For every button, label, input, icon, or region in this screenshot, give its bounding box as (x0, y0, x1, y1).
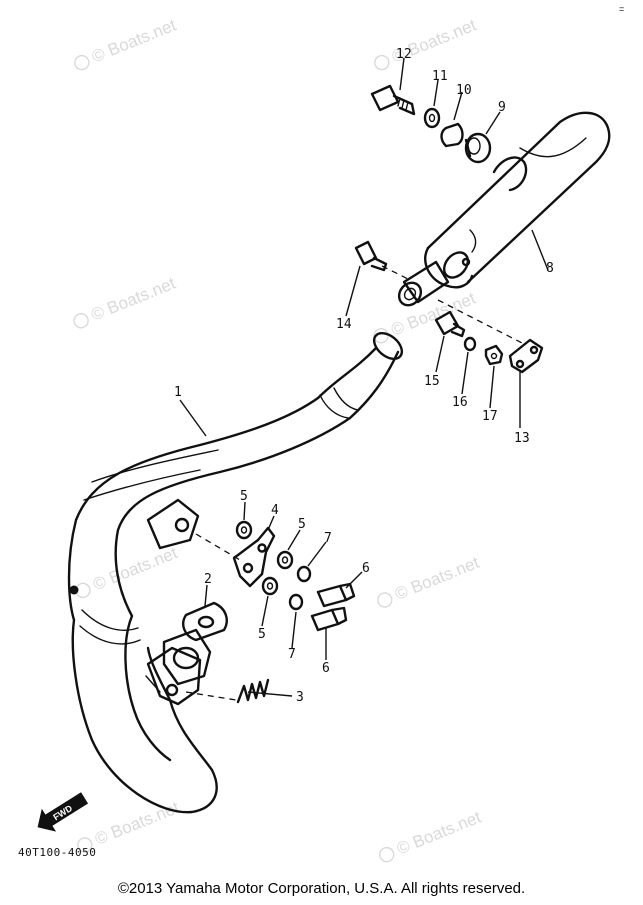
watermark-group: © Boats.net © Boats.net © Boats.net © Bo… (73, 15, 484, 863)
watermark: © Boats.net (92, 798, 182, 849)
exhaust-pipe (67, 331, 404, 814)
watermark: © Boats.net (388, 288, 478, 339)
reference-code: 40T100-4050 (18, 846, 97, 859)
bracket (232, 526, 276, 588)
washers (235, 520, 294, 596)
spring (236, 678, 270, 704)
copyright-notice: ©2013 Yamaha Motor Corporation, U.S.A. A… (117, 880, 526, 897)
exploded-parts-diagram: © Boats.net © Boats.net © Boats.net © Bo… (37, 15, 611, 863)
inlet-flange (162, 628, 212, 686)
gasket (182, 601, 228, 642)
callout-3: 3 (296, 690, 304, 705)
callout-5: 5 (258, 627, 266, 642)
watermark: © Boats.net (90, 543, 180, 594)
assembly-lines (185, 265, 527, 701)
callout-13: 13 (514, 431, 530, 446)
clamp-bolt (434, 310, 466, 338)
callout-15: 15 (424, 374, 440, 389)
callout-4: 4 (271, 503, 279, 518)
callout-17: 17 (482, 409, 498, 424)
callout-14: 14 (336, 317, 352, 332)
callout-6: 6 (362, 561, 370, 576)
watermark: © Boats.net (89, 15, 179, 66)
callout-5: 5 (298, 517, 306, 532)
callout-2: 2 (204, 572, 212, 587)
callout-numbers: 1 2 3 4 5 5 5 6 6 7 7 8 9 10 11 12 13 14… (174, 47, 554, 705)
fitting (354, 240, 388, 272)
watermark: © Boats.net (392, 553, 482, 604)
mounting-bolt (370, 84, 416, 116)
forward-arrow-icon: FWD (37, 792, 89, 832)
silencer (397, 111, 611, 307)
corner-marker: = (619, 4, 625, 14)
callout-9: 9 (498, 100, 506, 115)
flat-washer (423, 107, 441, 129)
callout-16: 16 (452, 395, 468, 410)
clamp (508, 338, 544, 374)
clamp-nut (484, 344, 504, 366)
clamp-washer (463, 336, 477, 352)
watermark: © Boats.net (88, 273, 178, 324)
collar (440, 122, 464, 148)
callout-1: 1 (174, 385, 182, 400)
callout-7: 7 (324, 531, 332, 546)
leader-lines (179, 57, 549, 697)
watermark: © Boats.net (394, 807, 484, 858)
grommet (464, 132, 492, 164)
callout-5: 5 (240, 489, 248, 504)
callout-8: 8 (546, 261, 554, 276)
callout-10: 10 (456, 83, 472, 98)
callout-7: 7 (288, 647, 296, 662)
callout-11: 11 (432, 69, 448, 84)
callout-6: 6 (322, 661, 330, 676)
callout-12: 12 (396, 47, 412, 62)
bolts (310, 582, 356, 632)
lock-washers (288, 565, 312, 611)
